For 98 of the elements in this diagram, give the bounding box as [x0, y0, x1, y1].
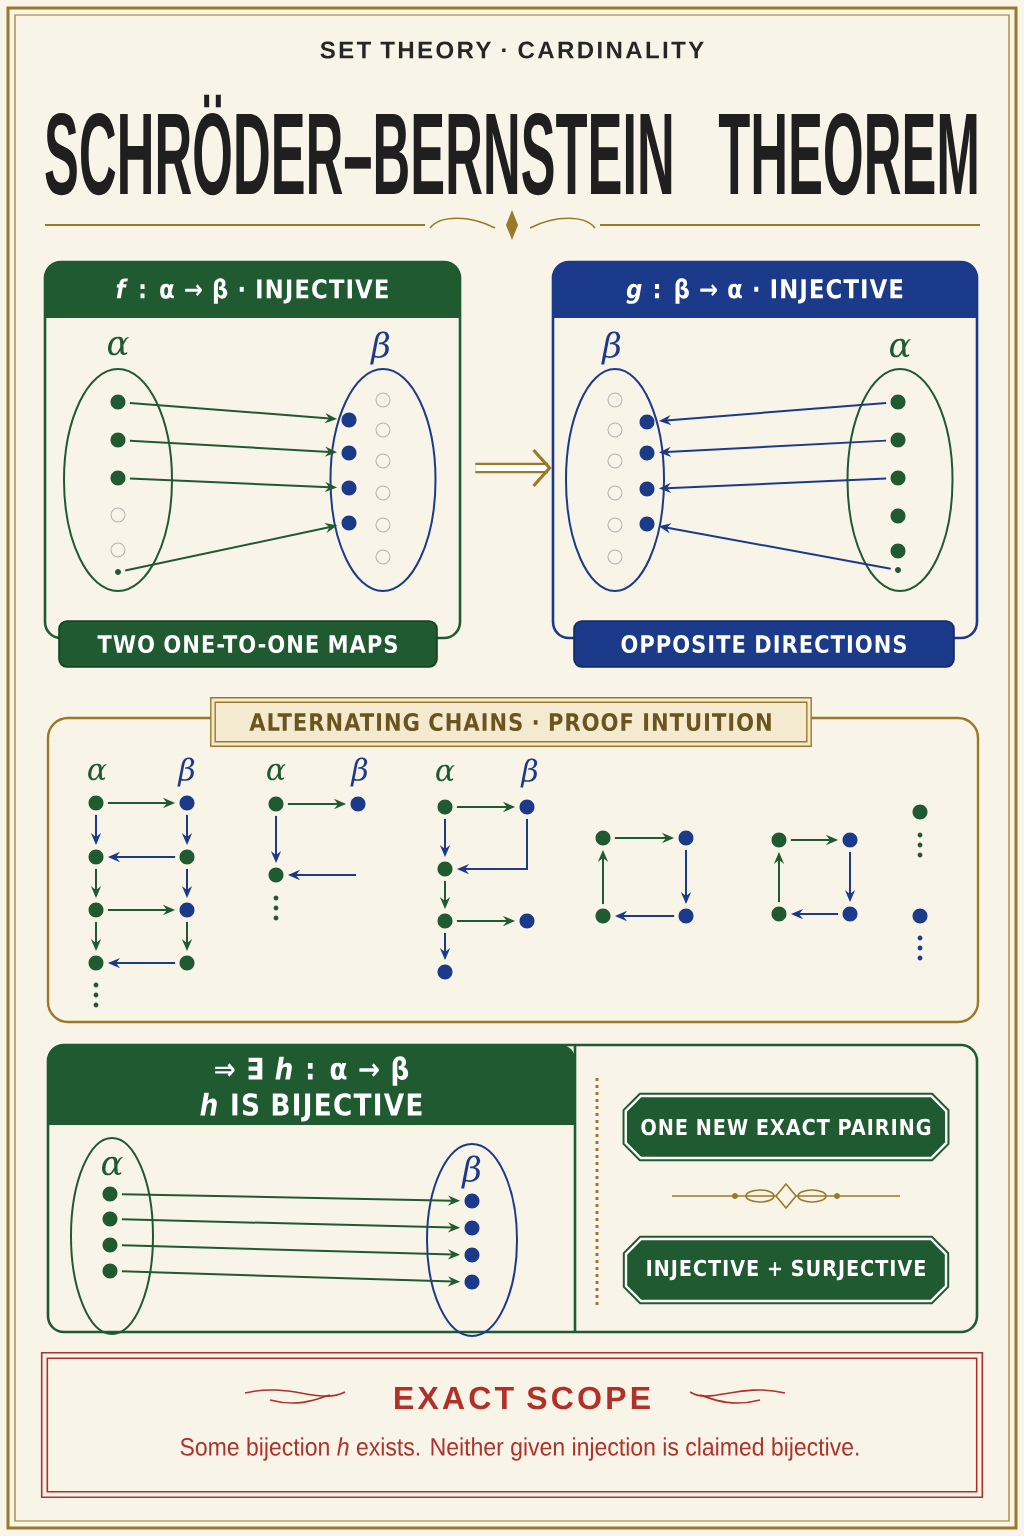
dot	[771, 906, 787, 922]
dot	[519, 913, 535, 929]
set-label: β	[520, 758, 538, 788]
dot	[678, 830, 694, 846]
set-label: α	[88, 763, 107, 781]
subtitle: SET THEORY · CARDINALITY	[320, 41, 704, 59]
hollow-dot	[375, 549, 391, 565]
badge: ONE NEW EXACT PAIRING	[622, 1092, 950, 1162]
dot	[268, 867, 284, 883]
note-panel	[40, 1351, 984, 1499]
dot	[268, 796, 284, 812]
hollow-dot	[607, 517, 623, 533]
dot	[890, 508, 906, 524]
dot	[341, 445, 357, 461]
caption-band: OPPOSITE DIRECTIONS	[573, 620, 955, 668]
hollow-dot	[375, 392, 391, 408]
dot	[519, 799, 535, 815]
hollow-dot	[375, 517, 391, 533]
dot	[437, 861, 453, 877]
dot	[771, 832, 787, 848]
dot	[890, 470, 906, 486]
set-label: β	[177, 757, 195, 787]
scope-heading: EXACT SCOPE	[395, 1386, 650, 1410]
dot	[678, 908, 694, 924]
dot	[341, 480, 357, 496]
node-label: α	[107, 336, 129, 356]
dot	[437, 913, 453, 929]
dot	[595, 830, 611, 846]
dot	[102, 1237, 118, 1253]
dot	[639, 445, 655, 461]
dot	[102, 1263, 118, 1279]
set-label: α	[267, 763, 286, 781]
dot	[464, 1247, 480, 1263]
dot	[88, 849, 104, 865]
panel	[46, 1043, 979, 1334]
dot	[639, 481, 655, 497]
dot	[102, 1186, 118, 1202]
dot	[179, 902, 195, 918]
set-oval: β	[426, 1143, 518, 1337]
dot	[595, 908, 611, 924]
dot	[110, 394, 126, 410]
set-oval: α	[846, 338, 954, 592]
dot	[842, 832, 858, 848]
dot	[341, 515, 357, 531]
dot	[639, 516, 655, 532]
arrow	[475, 448, 552, 488]
dot	[842, 906, 858, 922]
dot	[890, 432, 906, 448]
dot	[102, 1211, 118, 1227]
caption-band: TWO ONE-TO-ONE MAPS	[58, 620, 438, 668]
title-banner: ALTERNATING CHAINS · PROOF INTUITION	[210, 697, 812, 747]
hollow-dot	[375, 422, 391, 438]
dot	[912, 804, 928, 820]
scope-note: Some bijection h exists. Neither given injection is claimed bijective.	[180, 1437, 859, 1461]
panel-header: g : β → α · INJECTIVE	[553, 262, 977, 318]
dot	[437, 799, 453, 815]
panel-header: f : α → β · INJECTIVE	[45, 262, 460, 318]
dot	[179, 849, 195, 865]
dot	[88, 955, 104, 971]
dot	[350, 796, 366, 812]
dot	[88, 795, 104, 811]
dot	[179, 955, 195, 971]
set-oval: β	[329, 331, 437, 592]
node-label: β	[370, 331, 390, 365]
dot	[464, 1274, 480, 1290]
hollow-dot	[607, 422, 623, 438]
dot	[341, 412, 357, 428]
dot	[464, 1193, 480, 1209]
node-label: β	[601, 331, 621, 365]
dot	[179, 795, 195, 811]
set-oval: β	[565, 331, 665, 592]
hollow-dot	[607, 485, 623, 501]
dot	[912, 908, 928, 924]
hollow-dot	[607, 392, 623, 408]
dot	[110, 470, 126, 486]
panel-header: ⇒ ∃ h : α → β h IS BIJECTIVE	[48, 1045, 575, 1125]
hollow-dot	[375, 485, 391, 501]
set-oval: α	[70, 1137, 154, 1335]
set-label: α	[436, 764, 455, 782]
set-oval: α	[63, 336, 173, 592]
hollow-dot	[110, 542, 126, 558]
hollow-dot	[607, 453, 623, 469]
node-label: α	[889, 338, 911, 358]
hollow-dot	[375, 453, 391, 469]
node-label: ⇒ ∃ h : α → β	[215, 1056, 409, 1086]
node-label: h IS BIJECTIVE	[200, 1092, 422, 1122]
set-label: β	[350, 757, 368, 787]
badge: INJECTIVE + SURJECTIVE	[622, 1235, 950, 1305]
hollow-dot	[607, 549, 623, 565]
dot	[88, 902, 104, 918]
dot	[639, 414, 655, 430]
title: SCHRÖDER–BERNSTEIN THEOREM	[45, 94, 977, 196]
dot	[437, 964, 453, 980]
dot	[890, 394, 906, 410]
dot	[890, 543, 906, 559]
dot	[464, 1220, 480, 1236]
dot	[110, 432, 126, 448]
hollow-dot	[110, 507, 126, 523]
